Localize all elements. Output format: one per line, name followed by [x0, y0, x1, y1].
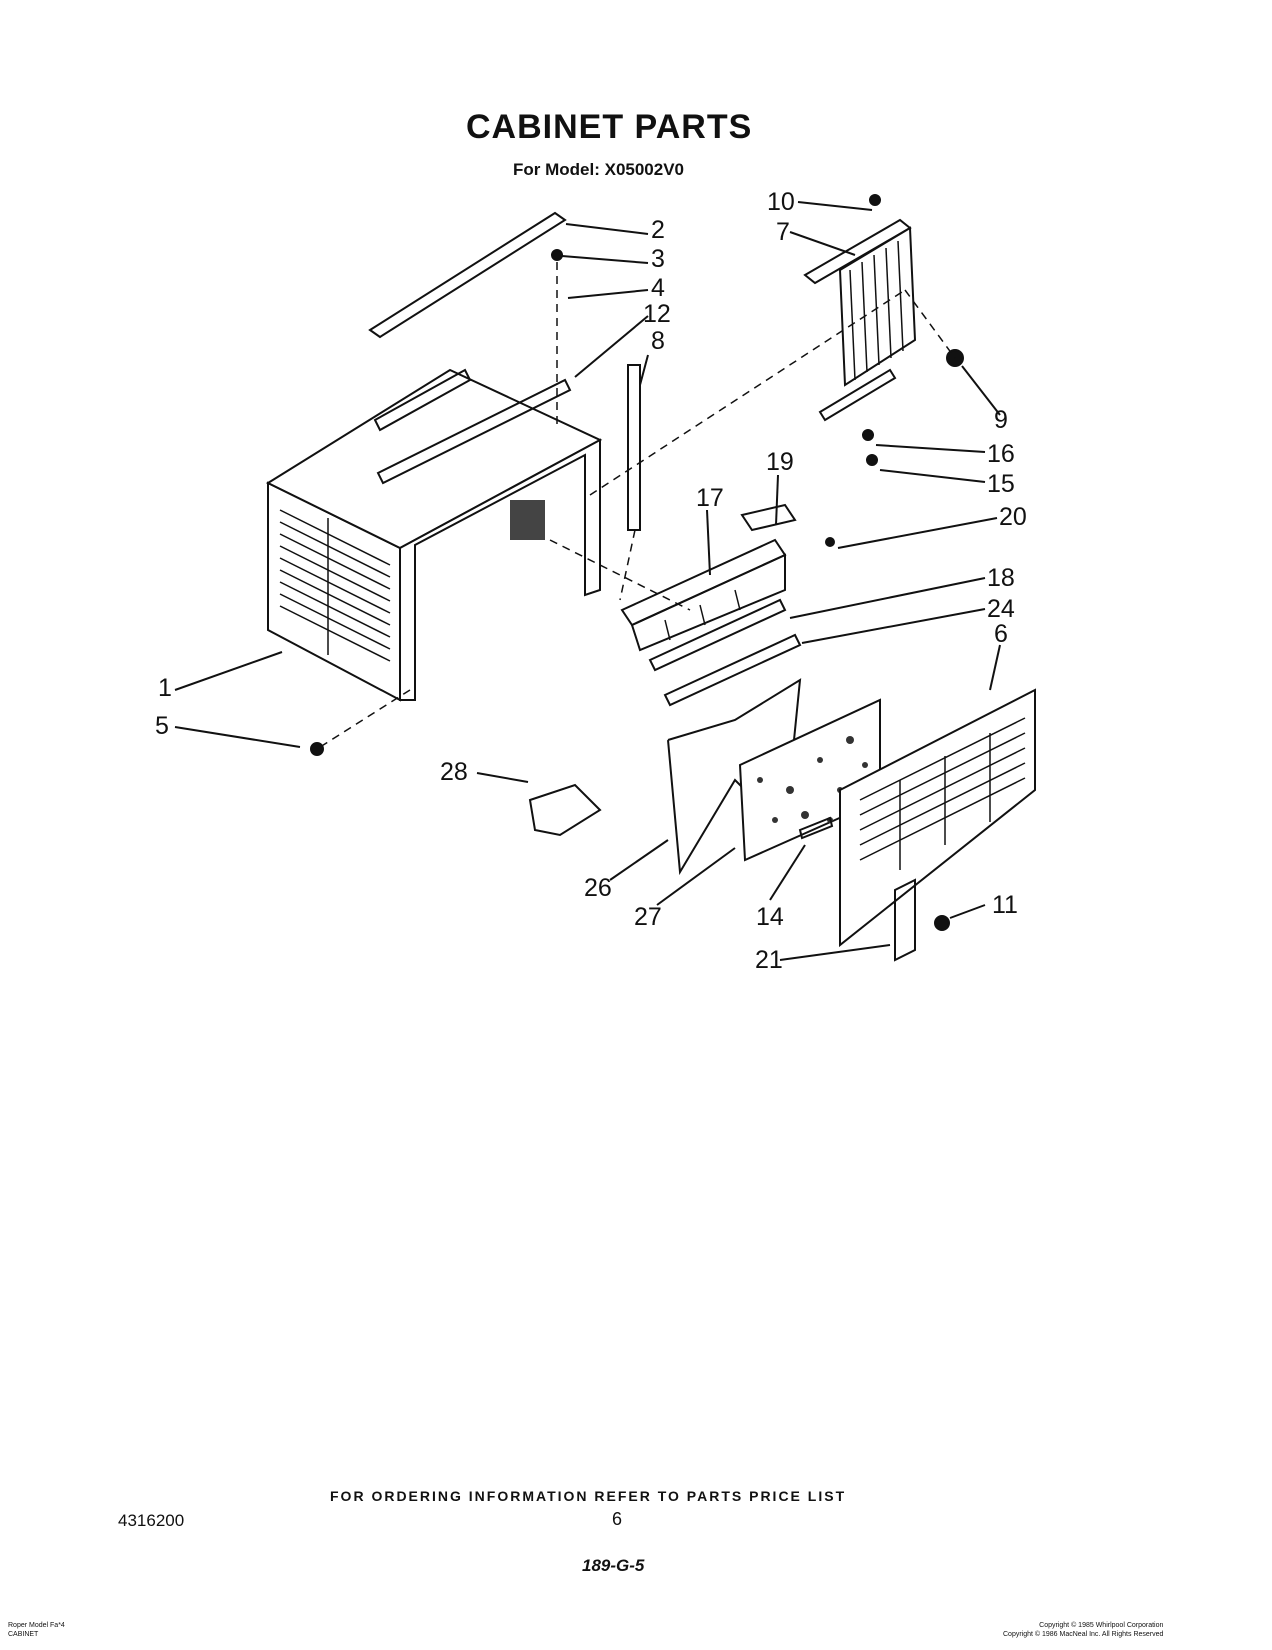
callout-8: 8 [651, 327, 665, 355]
page-title: CABINET PARTS [466, 108, 753, 146]
top-rail-part-2 [368, 211, 567, 339]
callout-19: 19 [766, 448, 794, 476]
callout-26: 26 [584, 874, 612, 902]
model-subtitle: For Model: X05002V0 [513, 160, 685, 179]
bar-part-18 [648, 598, 787, 672]
grille-assembly-part-7 [803, 218, 917, 422]
callout-17: 17 [696, 484, 724, 512]
copyright-line-2: Copyright © 1986 MacNeal Inc. All Rights… [1003, 1631, 1164, 1638]
callout-24: 24 [987, 595, 1015, 623]
rail-part-12 [376, 378, 572, 485]
screw-part-16 [862, 429, 874, 441]
washer-part-15 [866, 454, 878, 466]
callout-1: 1 [158, 674, 172, 702]
bracket-part-19 [740, 503, 797, 532]
callout-4: 4 [651, 274, 665, 302]
strip-part-8 [627, 364, 641, 531]
document-number: 4316200 [118, 1511, 185, 1530]
callout-15: 15 [987, 470, 1015, 498]
callout-18: 18 [987, 564, 1015, 592]
bracket-part-28 [528, 783, 602, 837]
footer-left-line-2: CABINET [8, 1631, 39, 1638]
front-grille-part-6 [839, 688, 1036, 948]
screw-part-3 [551, 249, 563, 261]
footer-left-line-1: Roper Model Fa*4 [8, 1622, 65, 1629]
screw-part-10 [869, 194, 881, 206]
callout-14: 14 [756, 903, 784, 931]
callout-3: 3 [651, 245, 665, 273]
rail-part-4 [373, 368, 472, 432]
control-assembly-part-17 [620, 538, 787, 652]
callout-27: 27 [634, 903, 662, 931]
clip-part-20 [825, 537, 835, 547]
bar-part-24 [663, 633, 802, 707]
footer-copyright: Copyright © 1985 Whirlpool Corporation C… [1003, 1621, 1163, 1639]
copyright-line-1: Copyright © 1985 Whirlpool Corporation [1039, 1622, 1164, 1629]
screw-part-5 [310, 742, 324, 756]
callout-21: 21 [755, 946, 783, 974]
bar-part-14 [798, 816, 834, 840]
cabinet-shell-part [265, 368, 603, 702]
callout-12: 12 [643, 300, 671, 328]
callout-6: 6 [994, 620, 1008, 648]
screw-part-11 [934, 915, 950, 931]
callout-9: 9 [994, 406, 1008, 434]
callout-20: 20 [999, 503, 1027, 531]
callout-10: 10 [767, 188, 795, 216]
callout-7: 7 [776, 218, 790, 246]
ordering-note: FOR ORDERING INFORMATION REFER TO PARTS … [330, 1488, 847, 1504]
callout-11: 11 [992, 891, 1018, 919]
callout-28: 28 [440, 758, 468, 786]
footer-left-note: Roper Model Fa*4 CABINET [8, 1621, 65, 1639]
callout-5: 5 [155, 712, 169, 740]
bracket-part-21 [894, 878, 916, 962]
page-number: 6 [612, 1509, 623, 1529]
page-code: 189-G-5 [582, 1556, 645, 1575]
callout-16: 16 [987, 440, 1015, 468]
callout-2: 2 [651, 216, 665, 244]
